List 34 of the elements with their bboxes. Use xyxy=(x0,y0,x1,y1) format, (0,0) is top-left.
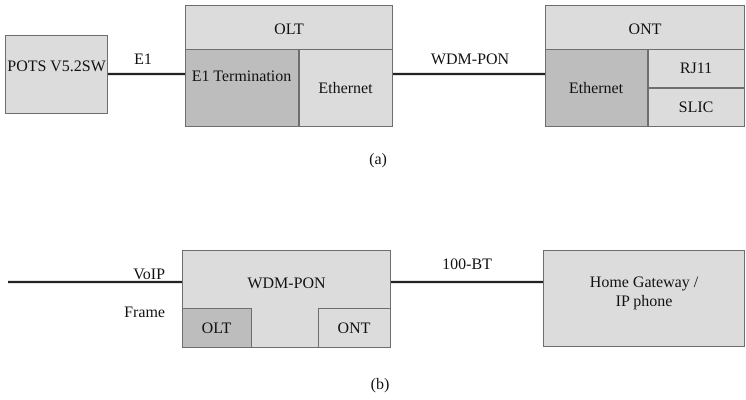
block-box xyxy=(543,250,745,347)
connector-line xyxy=(393,72,545,76)
block-box xyxy=(544,48,648,126)
edge-label: 100-BT xyxy=(442,255,492,274)
panel-caption: (a) xyxy=(369,150,387,169)
block-label: Ethernet xyxy=(317,78,374,98)
connector-line xyxy=(391,280,543,284)
block-box xyxy=(298,48,392,126)
edge-label: E1 xyxy=(134,50,152,69)
block-label: ONT xyxy=(628,20,662,39)
block-box xyxy=(184,48,298,126)
block-box xyxy=(545,5,745,127)
block-box xyxy=(318,308,390,348)
block-box xyxy=(5,35,108,114)
block-box xyxy=(182,308,252,348)
connector-line xyxy=(108,72,185,76)
block-label: OLT xyxy=(273,20,305,39)
edge-label: WDM-PON xyxy=(430,50,510,69)
block-label: Home Gateway / IP phone xyxy=(588,273,700,311)
connector-line xyxy=(8,280,182,284)
block-box xyxy=(648,88,744,126)
block-label: E1 Termination xyxy=(190,66,292,86)
block-label: ONT xyxy=(336,318,372,338)
block-box xyxy=(185,5,393,127)
block-label: SLIC xyxy=(678,98,714,116)
block-label: POTS V5.2SW xyxy=(6,57,107,76)
panel-caption: (b) xyxy=(370,375,390,394)
block-box xyxy=(648,48,744,88)
block-label: Ethernet xyxy=(568,78,624,98)
block-box xyxy=(182,250,391,348)
block-label: RJ11 xyxy=(678,58,714,78)
edge-label: VoIP Frame xyxy=(123,265,165,323)
block-label: OLT xyxy=(200,318,232,338)
block-label: WDM-PON xyxy=(246,274,327,293)
